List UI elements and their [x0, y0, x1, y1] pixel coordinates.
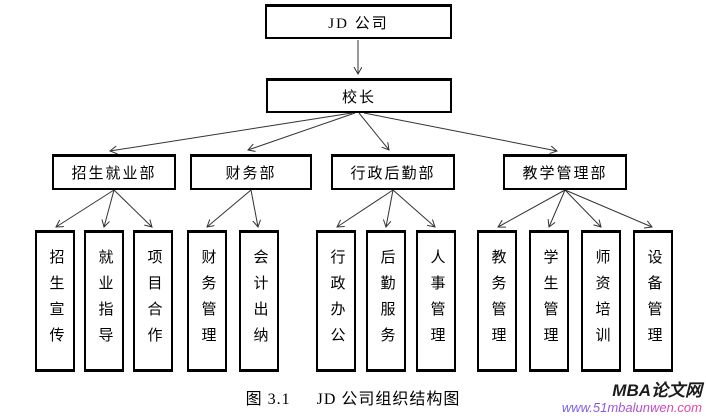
- org-node-company: JD 公司: [265, 4, 452, 39]
- watermark-site-name: MBA论文网: [612, 381, 702, 400]
- unit-finance-management: 财务管理: [187, 230, 227, 372]
- dept-teaching-management: 教学管理部: [503, 154, 627, 190]
- unit-student-management: 学生管理: [529, 230, 569, 372]
- unit-admin-office: 行政办公: [316, 230, 356, 372]
- unit-academic-affairs: 教务管理: [477, 230, 517, 372]
- unit-project-cooperation: 项目合作: [133, 230, 173, 372]
- watermark: MBA论文网 www.51mbalunwen.com: [561, 381, 702, 415]
- unit-hr-management: 人事管理: [416, 230, 456, 372]
- unit-accounting-cashier: 会计出纳: [239, 230, 279, 372]
- unit-teacher-training: 师资培训: [581, 230, 621, 372]
- unit-admissions-promotion: 招生宣传: [35, 230, 75, 372]
- dept-finance: 财务部: [190, 154, 312, 190]
- figure-title: JD 公司组织结构图: [316, 391, 461, 408]
- figure-caption: 图 3.1 JD 公司组织结构图: [0, 385, 706, 409]
- dept-admissions-employment: 招生就业部: [52, 154, 176, 190]
- dept-admin-logistics: 行政后勤部: [331, 154, 455, 190]
- unit-employment-guidance: 就业指导: [84, 230, 124, 372]
- unit-equipment-management: 设备管理: [633, 230, 673, 372]
- figure-number: 图 3.1: [245, 391, 291, 408]
- unit-logistics-service: 后勤服务: [366, 230, 406, 372]
- org-node-principal: 校长: [266, 78, 452, 113]
- watermark-site-url: www.51mbalunwen.com: [561, 399, 702, 415]
